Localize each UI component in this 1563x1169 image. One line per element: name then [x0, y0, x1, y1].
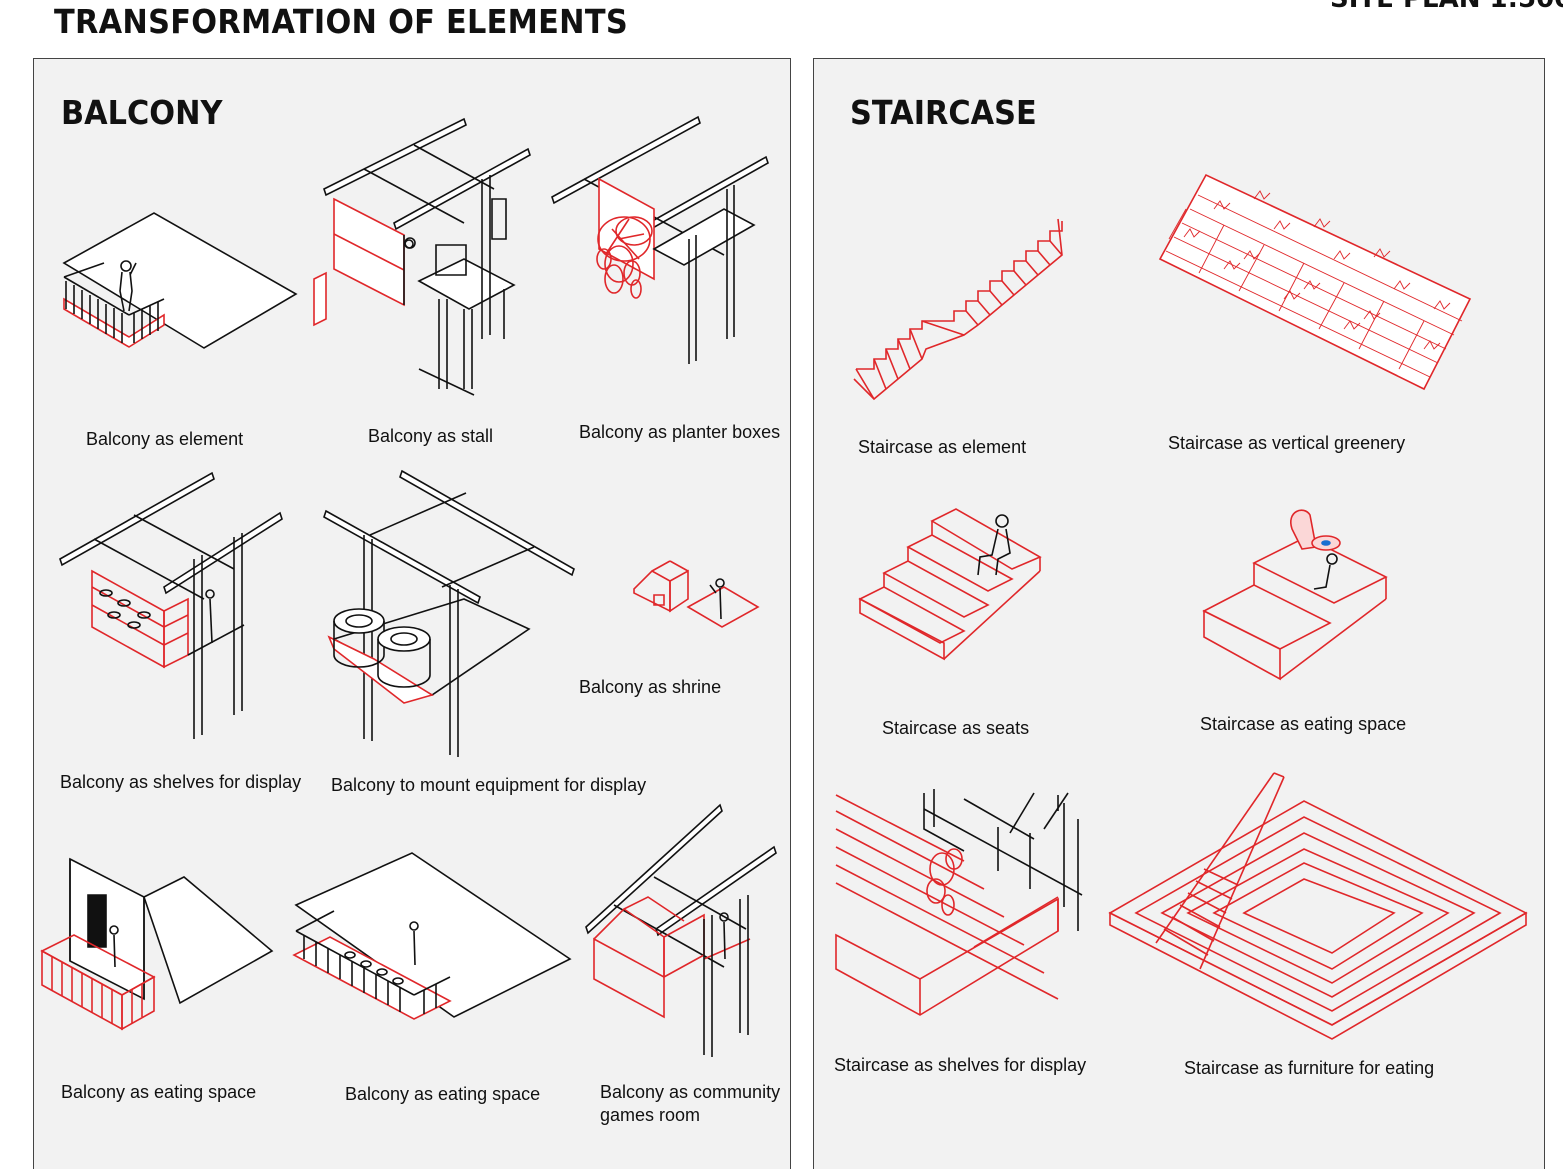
staircase-furniture-drawing: [1110, 773, 1526, 1039]
caption-balcony-element: Balcony as element: [86, 429, 244, 449]
balcony-eating2-drawing: [294, 853, 570, 1019]
caption-staircase-shelves: Staircase as shelves for display: [834, 1055, 1087, 1075]
balcony-shrine-drawing: [634, 561, 758, 627]
caption-balcony-eating2: Balcony as eating space: [345, 1084, 541, 1104]
caption-staircase-element: Staircase as element: [858, 437, 1027, 457]
caption-balcony-stall: Balcony as stall: [368, 426, 494, 446]
balcony-shelves-drawing: [60, 473, 282, 739]
caption-balcony-shrine: Balcony as shrine: [579, 677, 722, 697]
caption-balcony-games-line2: games room: [600, 1105, 701, 1125]
staircase-shelves-drawing: [836, 789, 1082, 1015]
caption-staircase-seats: Staircase as seats: [882, 718, 1030, 738]
staircase-panel-title: STAIRCASE: [850, 93, 1037, 132]
caption-staircase-eating: Staircase as eating space: [1200, 714, 1407, 734]
caption-balcony-games-line1: Balcony as community: [600, 1082, 781, 1102]
staircase-seats-drawing: [860, 509, 1040, 659]
balcony-panel-title: BALCONY: [61, 93, 223, 132]
staircase-element-drawing: [854, 219, 1062, 399]
corner-text-cropped: SITE PLAN 1:500: [1330, 0, 1563, 14]
balcony-planter-drawing: [552, 117, 768, 364]
balcony-panel: BALCONY: [33, 58, 791, 1169]
caption-staircase-greenery: Staircase as vertical greenery: [1168, 433, 1406, 453]
balcony-stall-drawing: [314, 119, 530, 395]
caption-balcony-eating1: Balcony as eating space: [61, 1082, 257, 1102]
staircase-eating-drawing: [1204, 510, 1386, 679]
balcony-games-drawing: [586, 805, 776, 1057]
caption-balcony-shelves: Balcony as shelves for display: [60, 772, 302, 792]
staircase-drawings: [814, 59, 1544, 1169]
balcony-drawings: [34, 59, 790, 1169]
page-title: TRANSFORMATION OF ELEMENTS: [54, 2, 628, 41]
caption-balcony-mount: Balcony to mount equipment for display: [331, 775, 647, 795]
balcony-element-drawing: [64, 213, 296, 348]
balcony-mount-drawing: [324, 471, 574, 757]
balcony-eating1-drawing: [42, 859, 272, 1029]
caption-staircase-furniture: Staircase as furniture for eating: [1184, 1058, 1435, 1078]
staircase-panel: STAIRCASE: [813, 58, 1545, 1169]
staircase-greenery-drawing: [1160, 175, 1470, 389]
caption-balcony-planter: Balcony as planter boxes: [579, 422, 781, 442]
